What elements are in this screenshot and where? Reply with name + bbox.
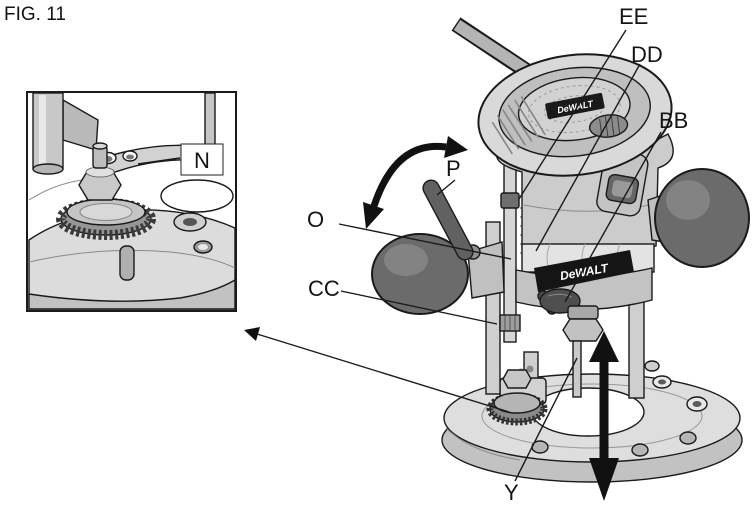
vent-ribs [491, 95, 546, 155]
leader-cc [340, 290, 498, 325]
base-center-opening [531, 387, 645, 437]
label-o: O [307, 207, 324, 232]
label-n: N [194, 148, 210, 173]
rod-lock-collar [500, 192, 520, 209]
top-logo-badge [545, 92, 605, 119]
label-p: P [446, 156, 461, 181]
depth-adjustment-rod [503, 145, 517, 343]
router-bit [572, 340, 582, 398]
label-y: Y [504, 480, 519, 505]
motor-unit: DeWALT [496, 133, 674, 315]
inset-plate-edge [28, 278, 236, 310]
leader-o [338, 223, 512, 260]
collet-assembly [562, 305, 604, 398]
adjuster-hex-nut [502, 369, 532, 389]
detail-inset: N [26, 91, 237, 312]
figure-title: FIG. 11 [4, 4, 66, 25]
arrows [244, 136, 619, 501]
leader-p [436, 179, 456, 196]
right-handle-knob [654, 168, 750, 268]
collet-wing-nut [567, 305, 599, 320]
leader-n [137, 157, 181, 165]
leader-ee [518, 29, 627, 200]
label-bb: BB [659, 108, 688, 133]
label-dd: DD [631, 42, 663, 67]
label-n-box [180, 143, 224, 176]
plunge-lock-lever [422, 179, 481, 261]
label-ee: EE [619, 4, 648, 29]
collet-hex-nut [562, 318, 604, 342]
leader-lines [338, 29, 662, 482]
leader-y [514, 357, 578, 482]
leader-dd [535, 63, 641, 252]
inset-guide-rod [32, 92, 64, 170]
inset-bit-opening [160, 179, 234, 213]
leader-bb [564, 131, 662, 303]
lever-rotation-arrow [370, 142, 447, 208]
inset-depth-rod [204, 92, 216, 150]
brand-band [534, 250, 634, 292]
speed-dial [588, 114, 629, 138]
inset-zoom-arrow [256, 333, 510, 413]
label-cc: CC [308, 276, 340, 301]
motor-top-cap: DeWALT [477, 53, 673, 177]
labels: FIG. 11 EE DD BB P O CC Y [4, 4, 688, 505]
router-base [441, 351, 743, 483]
fine-depth-adjuster [486, 351, 548, 426]
